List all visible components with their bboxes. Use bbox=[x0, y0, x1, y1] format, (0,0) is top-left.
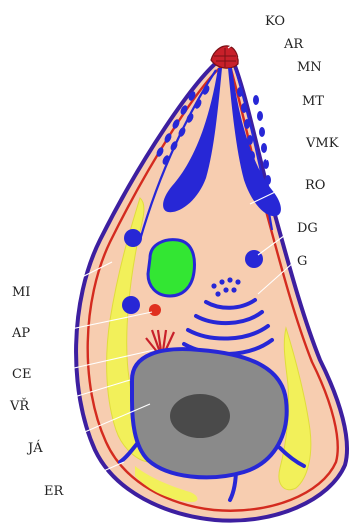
label-ja: JÁ bbox=[26, 440, 43, 456]
label-mn: MN bbox=[297, 60, 322, 75]
label-mi: MI bbox=[12, 285, 30, 300]
label-ar: AR bbox=[283, 37, 304, 52]
label-ko: KO bbox=[265, 14, 285, 29]
label-ro: RO bbox=[305, 178, 325, 193]
label-dg: DG bbox=[297, 221, 318, 236]
label-vmk: VMK bbox=[305, 136, 339, 151]
label-g: G bbox=[297, 254, 307, 269]
apicoplast bbox=[148, 240, 194, 296]
dense-granule bbox=[122, 296, 140, 314]
nucleolus bbox=[170, 394, 230, 438]
red-organelle bbox=[149, 304, 161, 316]
label-ap: AP bbox=[11, 326, 30, 341]
conoid bbox=[211, 46, 238, 68]
dense-granule bbox=[124, 229, 142, 247]
label-vr: VŘ bbox=[9, 398, 30, 414]
label-ce: CE bbox=[12, 367, 31, 382]
label-er: ER bbox=[44, 484, 64, 499]
label-mt: MT bbox=[302, 94, 324, 109]
